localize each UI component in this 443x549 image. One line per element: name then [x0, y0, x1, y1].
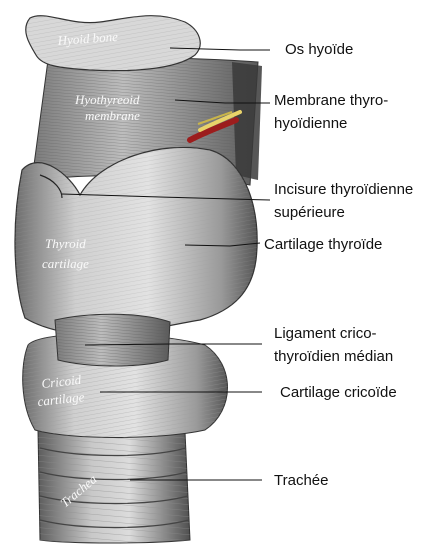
- callout-cartilage-cricoide: Cartilage cricoïde: [280, 384, 397, 401]
- callout-ligament-line-2: thyroïdien médian: [274, 348, 393, 365]
- cricothyroid-ligament-shape: [55, 314, 170, 366]
- callout-trachee: Trachée: [274, 472, 328, 489]
- callout-incisure-line-2: supérieure: [274, 204, 345, 221]
- trachea-shape: [38, 426, 190, 543]
- thyroid-engraved-label-2: cartilage: [42, 256, 89, 271]
- callout-membrane-line-1: Membrane thyro-: [274, 92, 388, 109]
- callout-incisure-line-1: Incisure thyroïdienne: [274, 181, 413, 198]
- thyrohyoid-engraved-label-1: Hyothyreoid: [74, 92, 140, 107]
- thyroid-engraved-label-1: Thyroid: [45, 236, 86, 251]
- callout-cartilage-thyroide: Cartilage thyroïde: [264, 236, 382, 253]
- callout-os-hyoide: Os hyoïde: [285, 41, 353, 58]
- callout-membrane-line-2: hyoïdienne: [274, 115, 347, 132]
- thyrohyoid-engraved-label-2: membrane: [85, 108, 140, 123]
- callout-ligament-line-1: Ligament crico-: [274, 325, 377, 342]
